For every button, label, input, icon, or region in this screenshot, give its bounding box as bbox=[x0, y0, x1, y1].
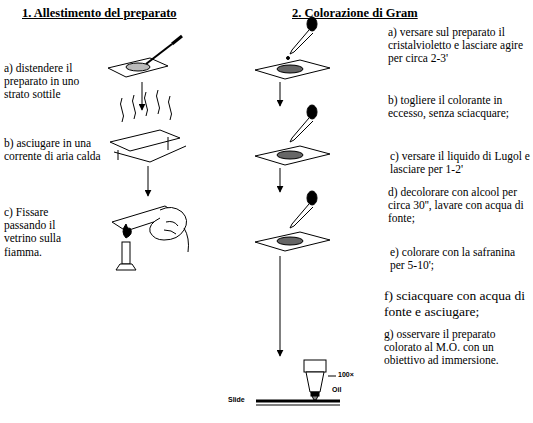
step-text: g) osservare il preparato colorato al M.… bbox=[384, 328, 530, 368]
arrow bbox=[142, 82, 143, 110]
part-label: Slide bbox=[228, 396, 245, 404]
slide-smear bbox=[108, 36, 182, 77]
microscope-objective bbox=[256, 360, 340, 405]
step-text: a) distendere il preparato in uno strato… bbox=[4, 62, 104, 102]
arrow bbox=[280, 168, 281, 192]
hand-flame bbox=[112, 206, 189, 270]
slide-drying bbox=[110, 90, 186, 162]
step-text: f) sciacquare con acqua di fonte e asciu… bbox=[384, 288, 530, 319]
dropper-2 bbox=[255, 105, 330, 165]
part-label: Oil bbox=[332, 386, 341, 394]
step-text: d) decolorare con alcool per circa 30'',… bbox=[388, 186, 530, 226]
arrow bbox=[148, 166, 149, 196]
step-text: a) versare sul preparato il cristalviole… bbox=[388, 26, 530, 66]
dropper-3 bbox=[255, 191, 330, 251]
step-text: b) togliere il colorante in eccesso, sen… bbox=[388, 94, 530, 120]
step-text: c) versare il liquido di Lugol e lasciar… bbox=[390, 150, 530, 176]
section-title: 2. Colorazione di Gram bbox=[292, 6, 418, 20]
arrow bbox=[280, 82, 281, 106]
dropper-1 bbox=[255, 17, 330, 79]
step-text: b) asciugare in una corrente di aria cal… bbox=[4, 137, 104, 163]
step-text: c) Fissare passando il vetrino sulla fia… bbox=[4, 206, 86, 259]
section-title: 1. Allestimento del preparato bbox=[22, 6, 177, 20]
step-text: e) colorare con la safranina per 5-10'; bbox=[390, 246, 530, 272]
part-label: 100× bbox=[338, 371, 354, 379]
arrow bbox=[280, 256, 281, 356]
